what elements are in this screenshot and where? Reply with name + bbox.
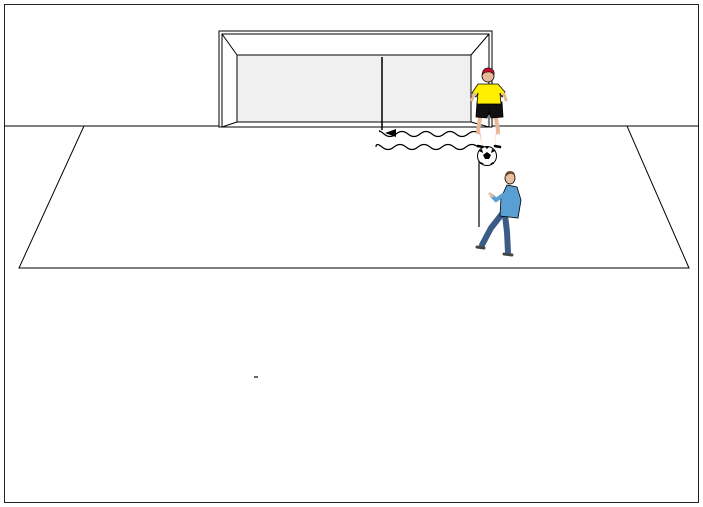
shooter-kicking-shoe (477, 247, 484, 248)
shooter-standing-shoe (504, 254, 512, 255)
goal-net (237, 55, 471, 122)
goal (219, 31, 492, 127)
soccer-ball-icon (478, 147, 497, 166)
goalkeeper-shirt (472, 84, 505, 104)
penalty-area (19, 126, 689, 268)
shooter-hand (490, 194, 492, 196)
shooter-standing-leg (505, 215, 508, 252)
